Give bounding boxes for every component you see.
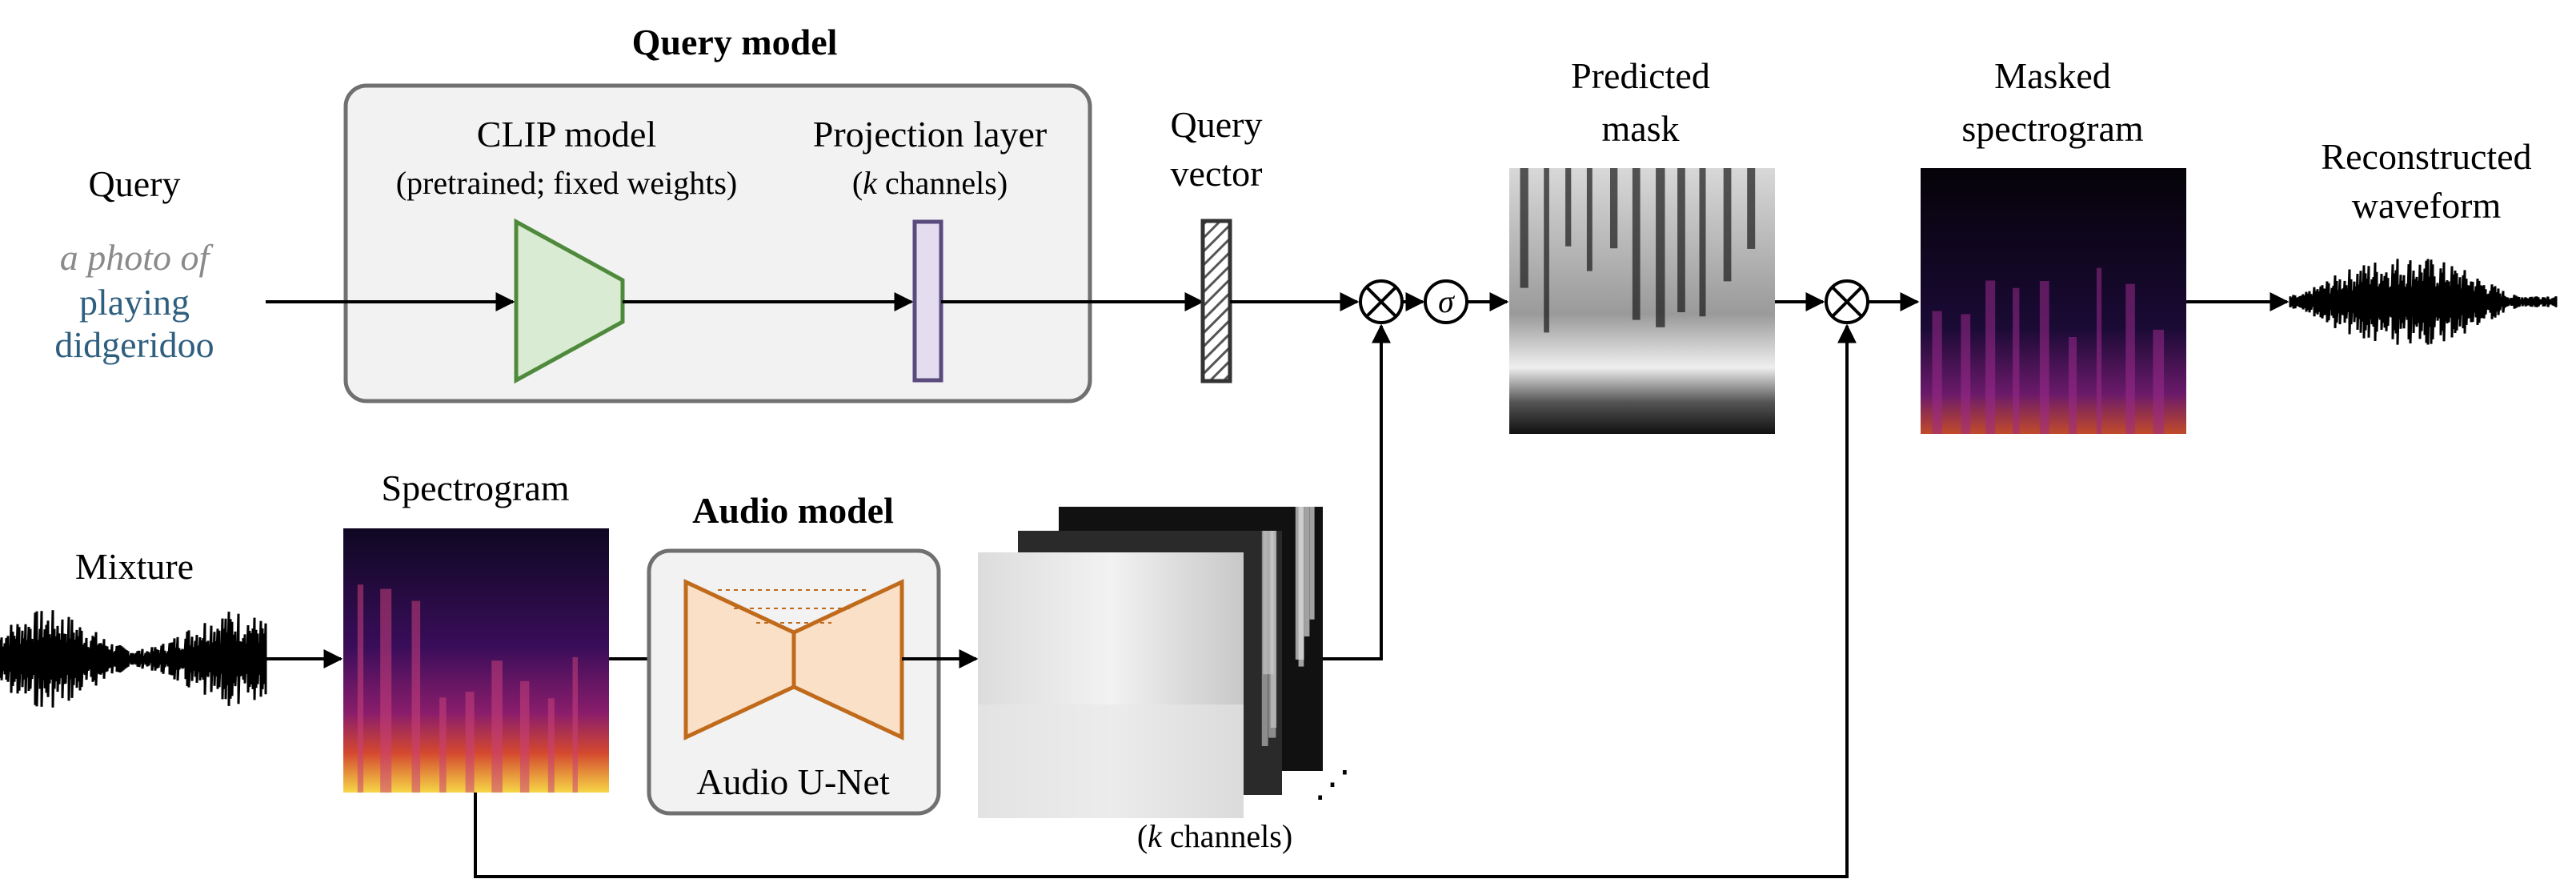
texture-stripe — [357, 584, 364, 793]
texture-stripe — [1677, 168, 1685, 312]
query-vector-label-line1: Query — [1171, 104, 1263, 145]
clip-model-subtitle: (pretrained; fixed weights) — [396, 165, 738, 201]
texture-stripe — [572, 656, 578, 793]
spectrogram-image — [343, 528, 609, 793]
texture-stripe — [1270, 531, 1277, 728]
arrow-channels-to-multiply — [1323, 323, 1391, 660]
query-model-title: Query model — [632, 22, 838, 62]
channel-stack — [978, 507, 1323, 818]
query-prefix: a photo of — [60, 237, 214, 278]
texture-stripe — [465, 692, 475, 793]
texture-stripe — [1586, 168, 1592, 271]
texture-stripe — [491, 660, 503, 793]
texture-stripe — [519, 680, 530, 793]
query-vector-label-line2: vector — [1171, 153, 1263, 194]
arrow-spectrogram-to-multiply — [474, 323, 1857, 878]
sigmoid-symbol: σ — [1438, 283, 1455, 319]
texture-stripe — [439, 697, 447, 793]
mixture-waveform — [0, 610, 267, 708]
texture-stripe — [1544, 168, 1549, 333]
channel-image-1-shade — [978, 704, 1244, 818]
texture-stripe — [1298, 507, 1304, 667]
texture-stripe — [1723, 168, 1732, 282]
audio-unet-label: Audio U-Net — [696, 761, 890, 802]
masked-spectrogram-label-line1: Masked — [1994, 55, 2111, 96]
query-text-line1: playing — [79, 282, 190, 323]
texture-stripe — [2153, 329, 2165, 434]
texture-stripe — [1656, 168, 1665, 327]
mixture-label: Mixture — [75, 546, 194, 587]
texture-stripe — [547, 698, 555, 793]
masked-spectrogram-image — [1921, 168, 2186, 434]
projection-layer-title: Projection layer — [813, 114, 1048, 155]
multiply-node-1 — [1359, 279, 1404, 324]
texture-stripe — [1961, 314, 1971, 434]
reconstructed-waveform — [2289, 259, 2558, 345]
predicted-mask-label-line2: mask — [1601, 108, 1679, 149]
texture-stripe — [1932, 311, 1942, 434]
query-label: Query — [89, 163, 181, 204]
projection-layer-subtitle: (k channels) — [852, 165, 1008, 201]
predicted-mask-label-line1: Predicted — [1571, 55, 1710, 96]
audio-model-title: Audio model — [692, 490, 894, 531]
texture-stripe — [411, 600, 421, 793]
texture-stripe — [2069, 337, 2077, 434]
texture-stripe — [1985, 280, 1996, 434]
texture-stripe — [2013, 287, 2020, 434]
texture-stripe — [380, 588, 392, 793]
projection-layer-bar — [912, 219, 943, 383]
reconstructed-label-line2: waveform — [2352, 185, 2502, 226]
texture-stripe — [1520, 168, 1528, 288]
texture-stripe — [1699, 168, 1706, 317]
texture-stripe — [1565, 168, 1572, 247]
texture-stripe — [2125, 283, 2135, 434]
multiply-node-2 — [1825, 279, 1869, 324]
texture-stripe — [2097, 267, 2102, 434]
predicted-mask-image — [1509, 168, 1775, 434]
channels-ellipsis: ⋰ — [1314, 764, 1351, 805]
masked-spectrogram-label-line2: spectrogram — [1961, 108, 2144, 149]
texture-stripe — [1610, 168, 1618, 249]
texture-stripe — [2039, 281, 2049, 434]
texture-stripe — [1632, 168, 1641, 320]
clip-model-title: CLIP model — [477, 114, 656, 155]
query-vector-bar — [1200, 219, 1232, 383]
spectrogram-label: Spectrogram — [381, 468, 569, 508]
clip-encoder-shape — [514, 218, 625, 384]
texture-stripe — [1304, 507, 1310, 636]
channels-label: (k channels) — [1137, 818, 1292, 854]
query-text-line2: didgeridoo — [54, 324, 214, 365]
texture-stripe — [1747, 168, 1756, 249]
texture-stripe — [1309, 507, 1315, 620]
reconstructed-label-line1: Reconstructed — [2321, 136, 2531, 177]
